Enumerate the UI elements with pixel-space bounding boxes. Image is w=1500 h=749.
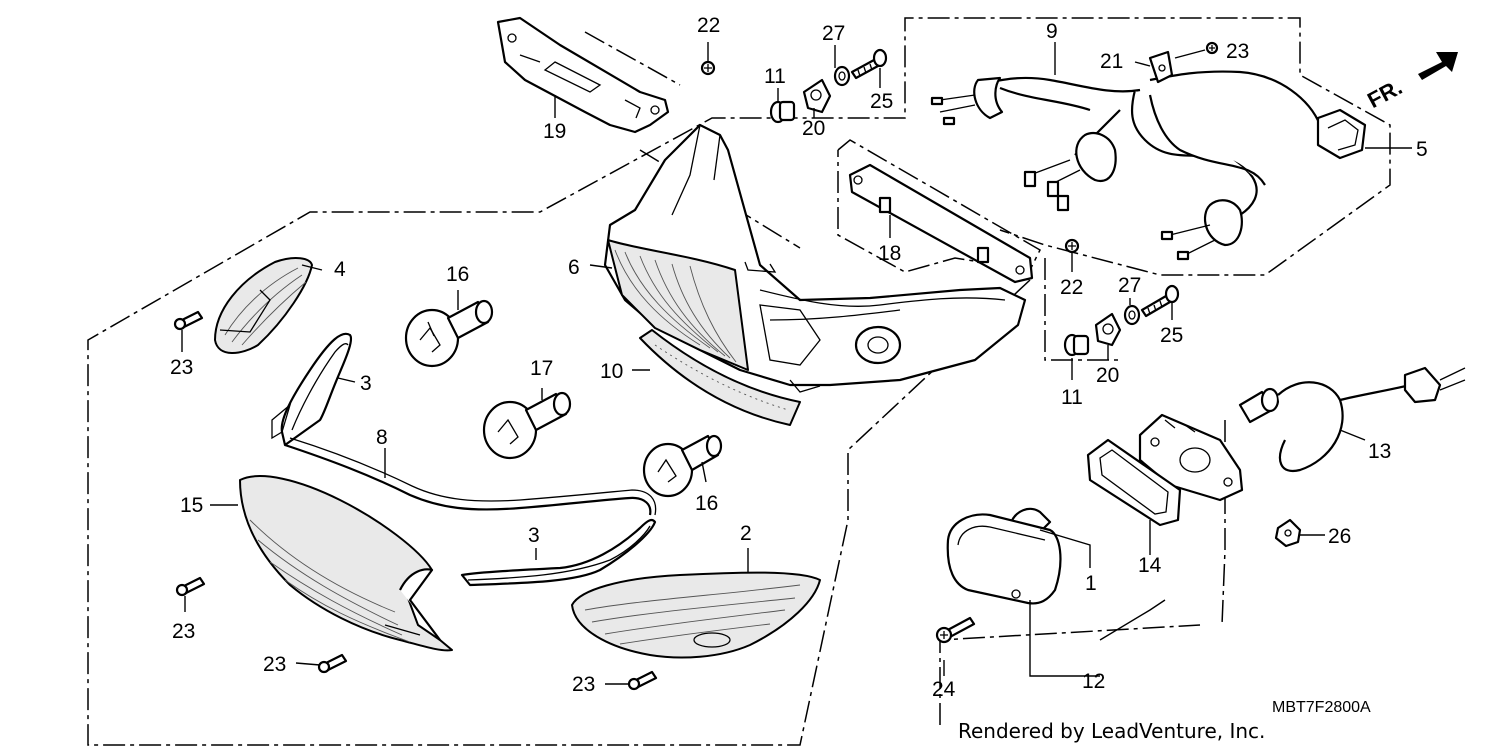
screw-23-lens15-a [175, 576, 206, 597]
arrow-icon [1418, 52, 1458, 80]
callout-25-right: 25 [1160, 324, 1183, 347]
lens-4 [214, 257, 313, 354]
bracket-18 [848, 163, 1034, 284]
callout-5: 5 [1416, 138, 1428, 161]
gasket-3-upper [271, 332, 353, 447]
callout-2: 2 [740, 522, 752, 545]
callout-20-top: 20 [802, 117, 825, 140]
callout-19: 19 [543, 120, 566, 143]
callout-27-right: 27 [1118, 274, 1141, 297]
callout-4: 4 [334, 258, 346, 281]
screw-22-top [700, 60, 716, 76]
seal-10 [639, 329, 801, 426]
screw-23-lens2 [627, 670, 658, 691]
outline-bracket-19 [584, 31, 681, 86]
callout-14: 14 [1138, 554, 1162, 577]
diagram-code: MBT7F2800A [1272, 699, 1371, 716]
nut-20-top [802, 78, 832, 114]
callout-18: 18 [878, 242, 901, 265]
bulb-16-lower [642, 434, 723, 498]
credit-text: Rendered by LeadVenture, Inc. [958, 719, 1265, 743]
grommet-11-top [769, 100, 796, 124]
screw-24 [935, 616, 976, 644]
callout-22-top: 22 [697, 14, 720, 37]
callout-23-lens4: 23 [170, 356, 193, 379]
gasket-3-lower [460, 518, 657, 587]
washer-27-right [1123, 304, 1141, 326]
clip-21 [1148, 50, 1174, 84]
outline-main-assembly [87, 17, 1391, 746]
callout-3-lower: 3 [528, 524, 540, 547]
lens-15 [239, 475, 453, 652]
outline-license-bottom [939, 624, 1201, 725]
callout-13: 13 [1368, 440, 1391, 463]
callout-17: 17 [530, 357, 553, 380]
callout-16-upper: 16 [446, 263, 469, 286]
screw-23-harness [1205, 41, 1219, 55]
callout-21: 21 [1100, 50, 1123, 73]
socket-harness-13 [1238, 366, 1466, 473]
callout-11-top: 11 [764, 65, 786, 88]
washer-27-top [833, 65, 851, 87]
lens-2 [571, 571, 821, 659]
license-lens-12 [946, 513, 1062, 605]
callout-25-top: 25 [870, 90, 893, 113]
callout-12: 12 [1082, 670, 1105, 693]
callout-24: 24 [932, 678, 956, 701]
screw-22-right [1064, 238, 1080, 254]
callout-23-lens15-a: 23 [172, 620, 195, 643]
callout-6: 6 [568, 256, 580, 279]
housing-6 [603, 123, 1027, 393]
callout-9: 9 [1046, 20, 1058, 43]
callout-22-right: 22 [1060, 276, 1083, 299]
screw-25-right [1140, 284, 1180, 318]
nut-20-right [1094, 312, 1122, 347]
callout-16-lower: 16 [695, 492, 718, 515]
gasket-8 [284, 437, 657, 516]
callout-27-top: 27 [822, 22, 845, 45]
screw-25-top [850, 48, 888, 80]
direction-arrow: FR. [1363, 52, 1458, 113]
bulb-16-upper [404, 299, 494, 368]
callout-23-harness: 23 [1226, 40, 1249, 63]
nut-26 [1274, 518, 1302, 548]
screw-23-lens15-b [317, 653, 348, 674]
callout-20-right: 20 [1096, 364, 1119, 387]
license-gasket [1086, 438, 1182, 527]
callout-26: 26 [1328, 525, 1351, 548]
callout-23-lens2: 23 [572, 673, 595, 696]
wire-harness-9 [930, 70, 1367, 261]
bulb-17 [482, 391, 572, 460]
callout-11-right: 11 [1061, 386, 1083, 409]
bracket-19 [496, 16, 670, 134]
outline-right-hardware [1044, 258, 1120, 361]
callout-23-lens15-b: 23 [263, 653, 286, 676]
callout-3-upper: 3 [360, 372, 372, 395]
callout-15: 15 [180, 494, 203, 517]
leader-lines [181, 42, 1412, 685]
callout-1: 1 [1085, 572, 1097, 595]
grommet-11-right [1063, 333, 1090, 357]
direction-label: FR. [1363, 74, 1406, 113]
screw-23-lens4 [173, 310, 204, 331]
callout-10: 10 [600, 360, 623, 383]
callout-8: 8 [376, 426, 388, 449]
